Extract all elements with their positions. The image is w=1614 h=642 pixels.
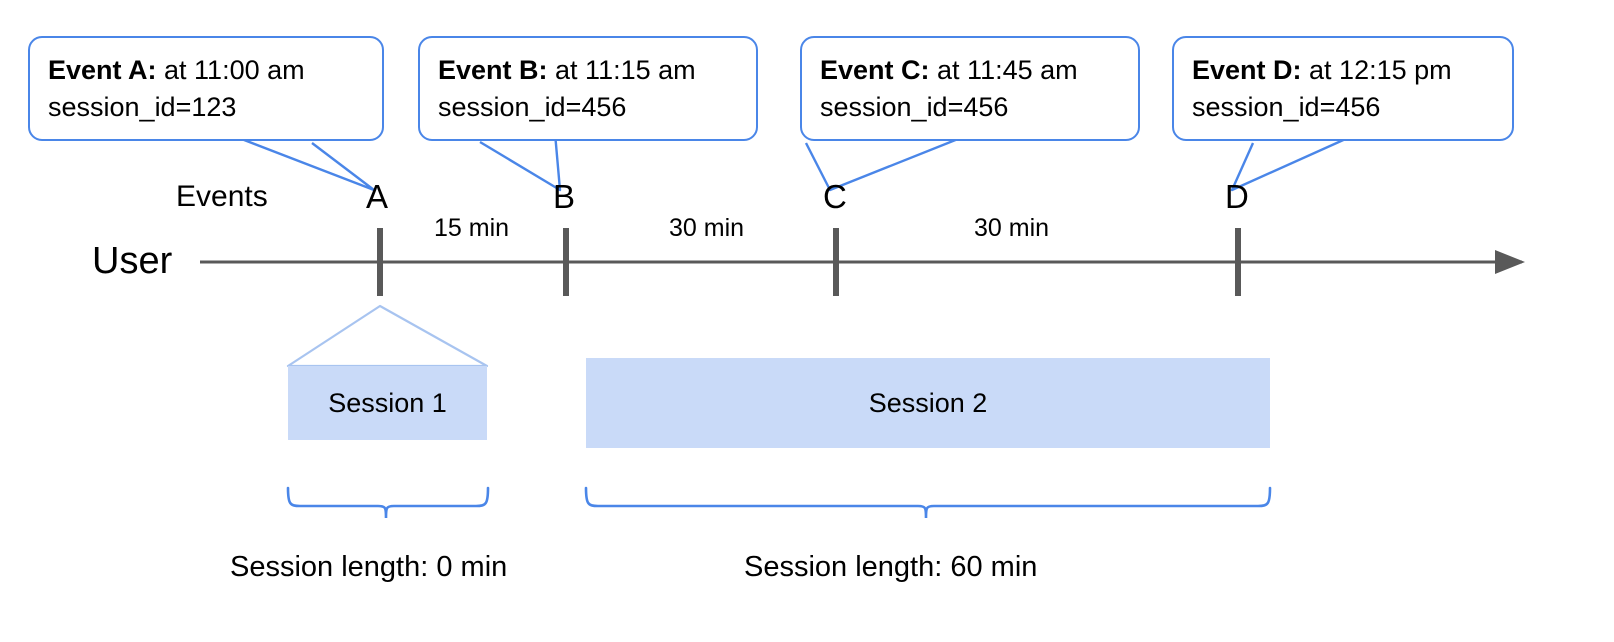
callout-a-session-id: session_id=123 <box>48 92 237 123</box>
callout-d-title: Event D: <box>1192 55 1302 85</box>
callout-event-c[interactable]: Event C: at 11:45 am session_id=456 <box>800 36 1140 141</box>
row-label-user: User <box>92 240 173 282</box>
callout-b-line-1: Event B: at 11:15 am <box>438 52 738 89</box>
callout-c-title: Event C: <box>820 55 930 85</box>
callout-d-line-1: Event D: at 12:15 pm <box>1192 52 1494 89</box>
session-block-1[interactable]: Session 1 <box>288 366 487 440</box>
callout-b-session-id: session_id=456 <box>438 92 627 123</box>
callout-event-a[interactable]: Event A: at 11:00 am session_id=123 <box>28 36 384 141</box>
callout-tail-b <box>479 132 562 192</box>
session-2-label: Session 2 <box>868 387 988 418</box>
event-label-b: B <box>553 178 576 215</box>
callout-b-time: at 11:15 am <box>547 55 696 85</box>
session-1-brace <box>286 486 490 519</box>
callout-d-time: at 12:15 pm <box>1301 55 1452 85</box>
event-label-d: D <box>1225 178 1249 215</box>
callout-b-title: Event B: <box>438 55 548 85</box>
callout-c-time: at 11:45 am <box>929 55 1078 85</box>
event-label-a: A <box>366 178 389 215</box>
session-1-wedge <box>286 304 489 368</box>
callout-event-d[interactable]: Event D: at 12:15 pm session_id=456 <box>1172 36 1514 141</box>
callout-a-line-1: Event A: at 11:00 am <box>48 52 364 89</box>
row-label-events: Events <box>176 180 268 213</box>
callout-a-title: Event A: <box>48 55 157 85</box>
event-label-c: C <box>823 178 847 215</box>
callout-d-session-id: session_id=456 <box>1192 92 1381 123</box>
callout-event-b[interactable]: Event B: at 11:15 am session_id=456 <box>418 36 758 141</box>
session-block-2[interactable]: Session 2 <box>586 358 1270 448</box>
session-2-brace <box>584 486 1272 519</box>
callout-c-line-1: Event C: at 11:45 am <box>820 52 1120 89</box>
interval-label-a-b: 15 min <box>434 214 510 242</box>
interval-label-c-d: 30 min <box>974 214 1050 242</box>
callout-a-time: at 11:00 am <box>156 55 305 85</box>
callout-tail-c <box>804 135 964 192</box>
interval-label-b-c: 30 min <box>669 214 745 242</box>
session-1-length-label: Session length: 0 min <box>230 551 508 583</box>
session-2-length-label: Session length: 60 min <box>744 551 1038 583</box>
callout-tail-a <box>225 131 376 192</box>
session-1-label: Session 1 <box>328 387 447 418</box>
callout-c-session-id: session_id=456 <box>820 92 1009 123</box>
callout-tail-d <box>1230 135 1351 192</box>
